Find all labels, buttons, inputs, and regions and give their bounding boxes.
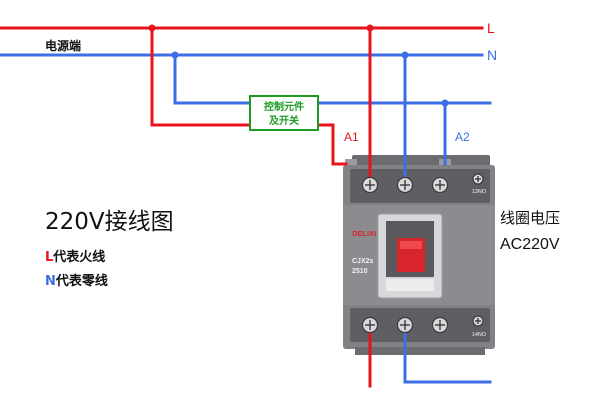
aux-terminal-screw	[472, 315, 484, 327]
control-box-frame	[249, 95, 319, 131]
junction-dot	[441, 99, 449, 107]
legend-neutral-text: 代表零线	[55, 273, 108, 289]
contactor: DELIXI CJX2s 2510 13NO 14NO	[343, 155, 495, 355]
live-to-control-wire	[150, 26, 252, 127]
control-switch-box: 控制元件 及开关	[249, 95, 319, 131]
neutral-output-wire	[403, 323, 492, 384]
terminal-screw	[361, 176, 379, 194]
legend-neutral-letter: N	[45, 274, 56, 289]
terminal-screw	[431, 176, 449, 194]
junction-dot	[171, 51, 179, 59]
control-box-label-line1: 控制元件	[264, 100, 304, 113]
terminal-screw	[396, 316, 414, 334]
terminal-screw	[431, 316, 449, 334]
armature-button-highlight	[400, 241, 422, 249]
bottom-terminal-block	[350, 308, 490, 342]
terminal-a2-label: A2	[455, 130, 470, 144]
coil-voltage-value: AC220V	[500, 236, 560, 253]
line-N-label: N	[487, 47, 497, 63]
top-terminal-block	[350, 169, 490, 203]
junction-dot	[148, 24, 156, 32]
top-terminals	[361, 173, 484, 194]
legend-live-text: 代表火线	[52, 249, 105, 265]
terminal-screw	[396, 176, 414, 194]
control-box-label-line2: 及开关	[269, 114, 299, 127]
junction-dot	[401, 51, 409, 59]
aux-bottom-label: 14NO	[472, 332, 487, 338]
power-source-label: 电源端	[45, 38, 81, 53]
brand-logo: DELIXI	[352, 229, 376, 238]
legend-live-letter: L	[45, 250, 53, 265]
armature-base	[386, 279, 434, 291]
line-L-label: L	[487, 20, 495, 36]
contactor-top-ridge	[352, 155, 490, 167]
model-code-label: 2510	[352, 268, 368, 275]
coil-voltage-label: 线圈电压	[500, 209, 560, 227]
bottom-terminals	[361, 315, 484, 334]
legend-live: L代表火线	[45, 249, 105, 265]
junction-dot	[366, 24, 374, 32]
neutral-to-a2-wire	[173, 53, 492, 105]
aux-terminal-screw	[472, 173, 484, 185]
terminal-screw	[361, 316, 379, 334]
terminal-a1-label: A1	[344, 130, 359, 144]
contactor-feet	[355, 347, 485, 355]
aux-top-label: 13NO	[472, 189, 487, 195]
diagram-title: 220V接线图	[45, 209, 174, 235]
model-label: CJX2s	[352, 258, 374, 265]
wiring	[0, 24, 492, 388]
control-to-a1-wire	[316, 123, 348, 166]
coil-terminal-a1-tab	[345, 159, 357, 169]
legend-neutral: N代表零线	[45, 273, 108, 289]
